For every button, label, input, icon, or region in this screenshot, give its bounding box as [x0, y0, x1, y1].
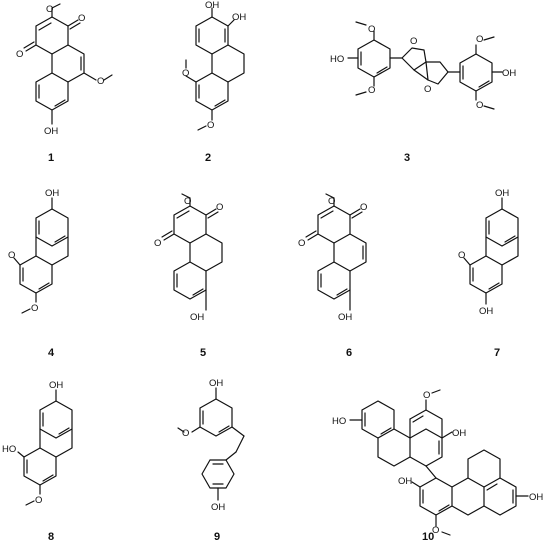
compound-label: 5: [200, 347, 206, 359]
compound-7-atom-oh: OH: [495, 188, 509, 199]
compound-7-atom-o: O: [458, 250, 465, 261]
compound-label: 9: [214, 531, 220, 543]
compound-3-atom-o: O: [476, 100, 483, 111]
compound-10-atom-ho: HO: [332, 416, 346, 427]
compound-2-atom-o: O: [182, 68, 189, 79]
compound-4-atom-oh: OH: [45, 188, 59, 199]
compound-5-atom-o: O: [184, 196, 191, 207]
compound-label: 10: [422, 531, 434, 543]
compound-5-atom-oh: OH: [190, 312, 204, 323]
compound-1-atom-o: O: [46, 4, 53, 15]
compound-8-atom-ho: HO: [2, 444, 16, 455]
compound-1-atom-oh: OH: [44, 126, 58, 137]
compound-5-structure: [161, 193, 223, 311]
compound-4-structure: [13, 197, 69, 314]
compound-1-atom-o: O: [97, 76, 104, 87]
compound-5-atom-o: O: [154, 238, 161, 249]
compound-9-atom-o: O: [182, 428, 189, 439]
compound-10-atom-o: O: [432, 525, 439, 536]
compound-6-atom-o: O: [298, 238, 305, 249]
compound-3-atom-o: O: [476, 34, 483, 45]
compound-label: 6: [346, 347, 352, 359]
compound-label: 4: [48, 347, 55, 359]
compound-4-atom-o: O: [31, 303, 38, 314]
compound-1-structure: [23, 3, 113, 125]
compound-6-atom-o: O: [328, 196, 335, 207]
compound-5-atom-o: O: [216, 202, 223, 213]
compound-9-structure: [177, 387, 245, 501]
compound-10-atom-o: O: [423, 390, 430, 401]
compound-10-structure: [349, 389, 529, 536]
compound-7-structure: [463, 197, 519, 305]
compound-3-atom-o: O: [368, 85, 375, 96]
compound-6-structure: [305, 193, 367, 311]
compound-10-atom-oh: OH: [398, 476, 412, 487]
compound-7-atom-oh: OH: [479, 306, 493, 317]
compound-9-atom-oh: OH: [209, 378, 223, 389]
compound-9-atom-oh: OH: [211, 502, 225, 513]
compound-3-atom-ho: HO: [330, 54, 344, 65]
compound-1-atom-o: O: [16, 49, 23, 60]
compound-label: 2: [205, 152, 211, 164]
compound-2-atom-oh: OH: [232, 12, 246, 23]
compound-2-structure: [185, 7, 245, 131]
compound-8-structure: [17, 389, 73, 506]
compound-3-atom-oh: OH: [502, 68, 516, 79]
compound-10-atom-oh: OH: [452, 428, 466, 439]
compound-label: 7: [494, 347, 500, 359]
compound-label: 1: [48, 152, 54, 164]
compound-10-atom-oh: OH: [529, 492, 543, 503]
compound-6-atom-oh: OH: [338, 312, 352, 323]
compound-6-atom-o: O: [360, 202, 367, 213]
compound-label: 3: [404, 152, 410, 164]
compound-label: 8: [48, 531, 54, 543]
compound-3-structure: [347, 21, 503, 110]
compound-8-atom-oh: OH: [49, 380, 63, 391]
compound-2-atom-o: O: [207, 120, 214, 131]
compound-3-atom-o: O: [368, 24, 375, 35]
compound-8-atom-o: O: [35, 495, 42, 506]
compound-3-atom-o: O: [410, 36, 417, 47]
compound-1-atom-o: O: [78, 13, 85, 24]
compound-4-atom-o: O: [8, 250, 15, 261]
compound-2-atom-oh: OH: [205, 0, 219, 11]
compound-3-atom-o: O: [424, 84, 431, 95]
